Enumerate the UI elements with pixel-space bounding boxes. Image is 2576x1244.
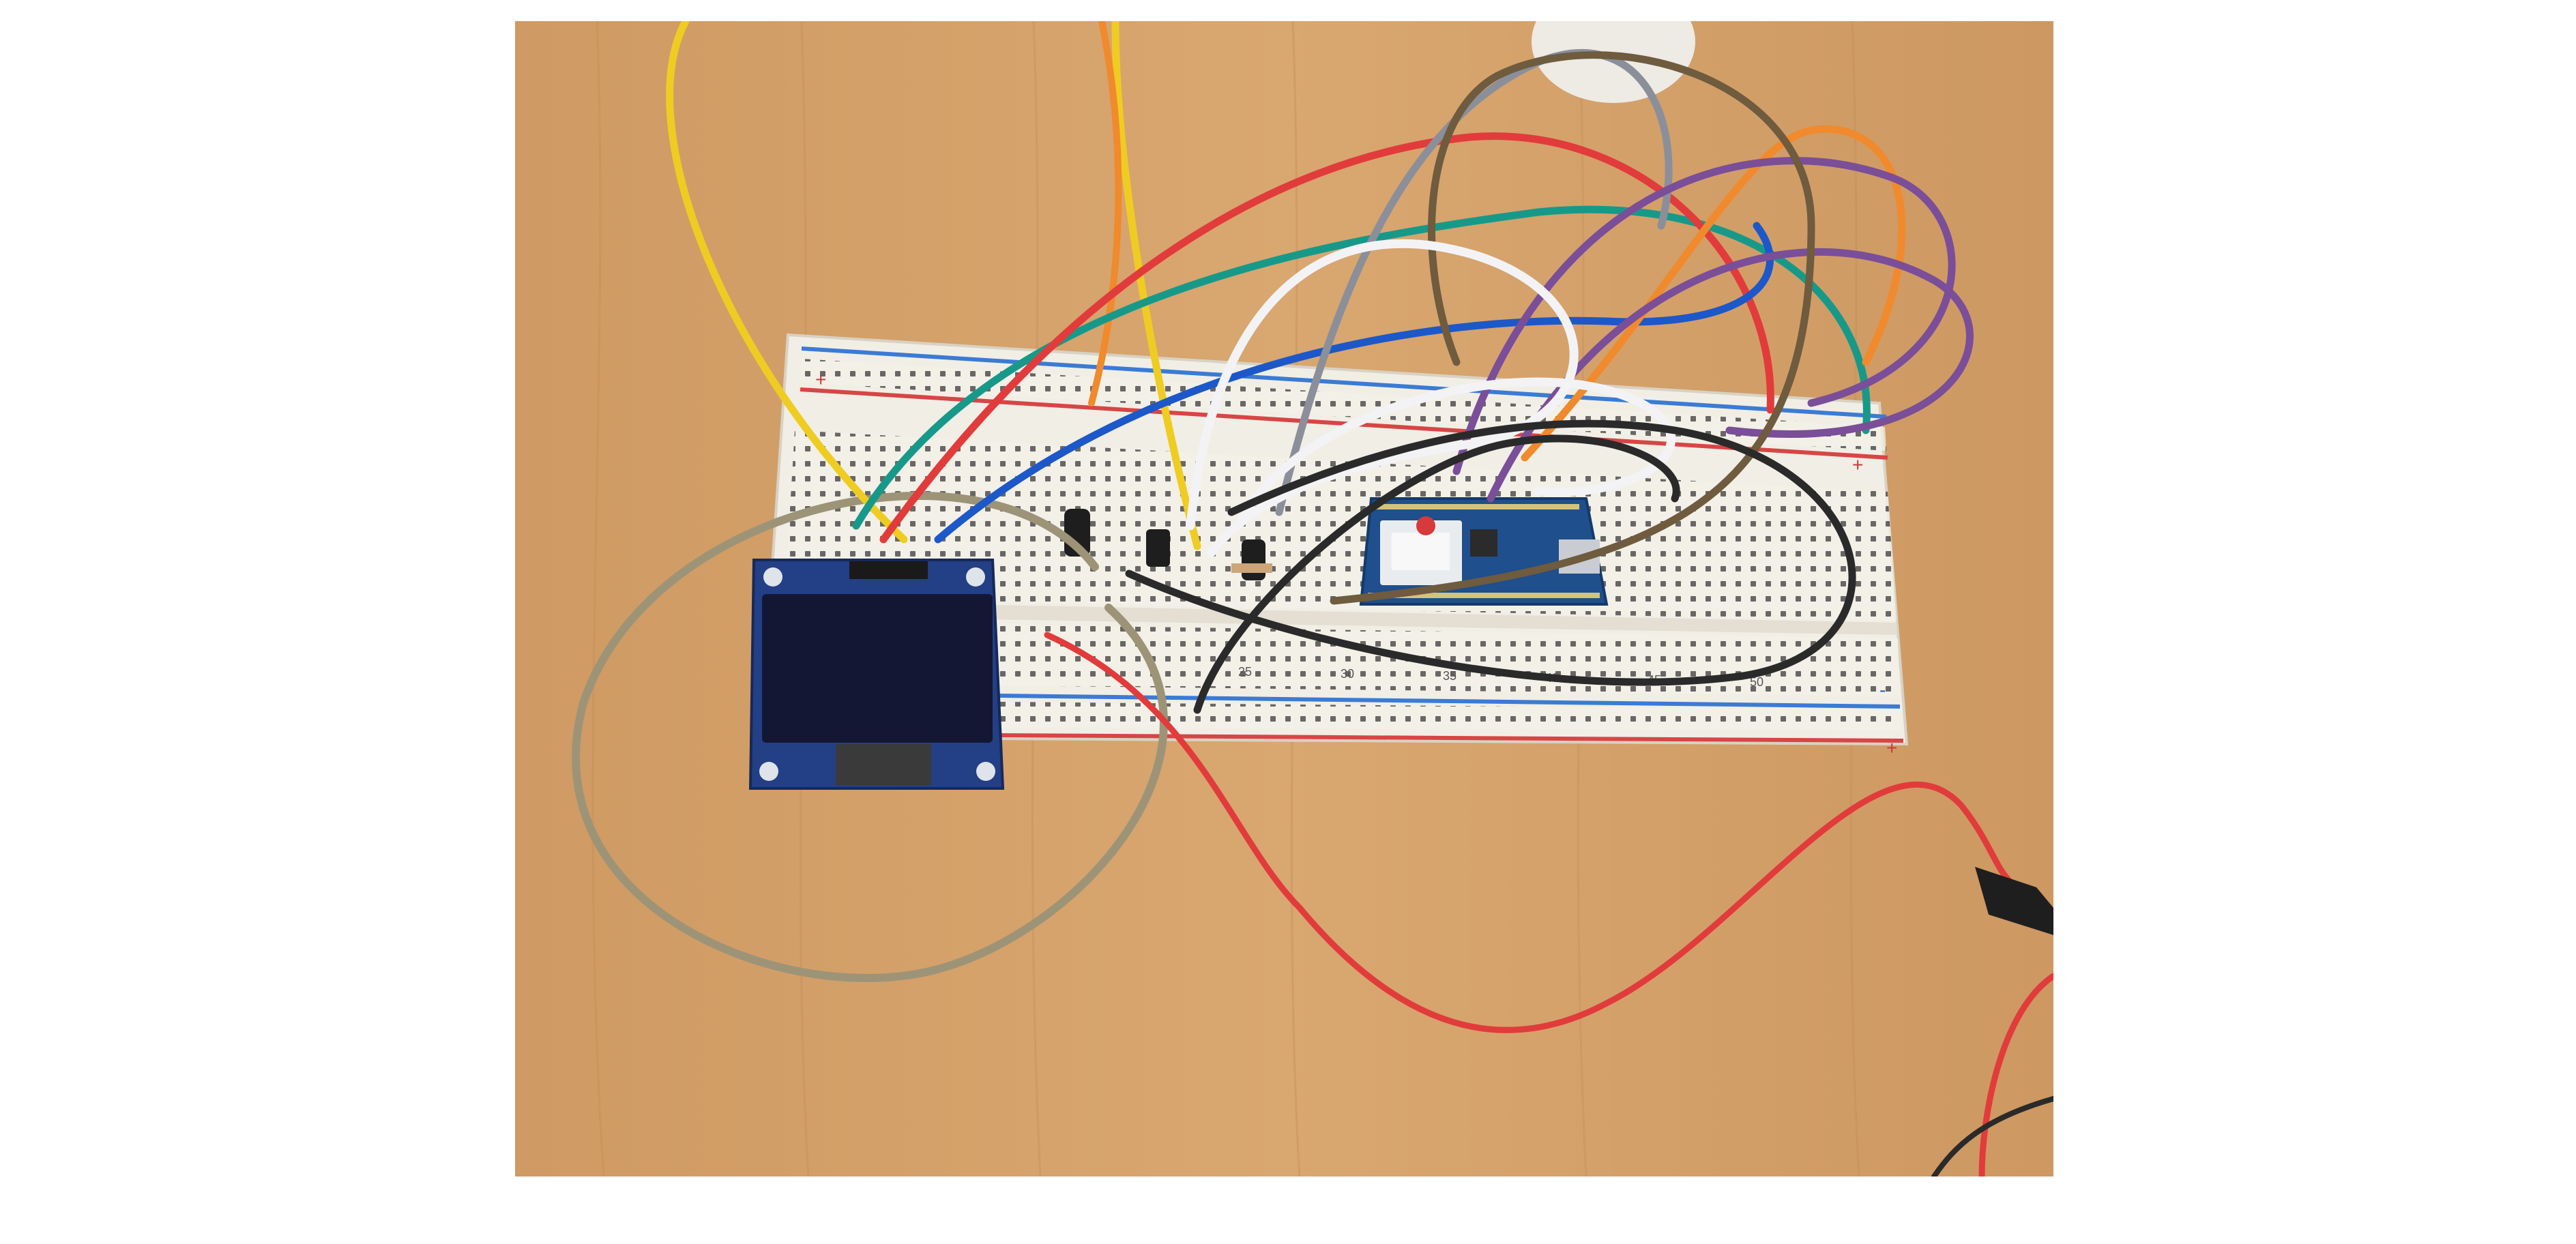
rail-plus-top: +	[815, 369, 826, 390]
rail-plus-right: +	[1852, 454, 1863, 475]
circuit-photo: + - + + 25 30 35 40 45 50	[515, 21, 2053, 1176]
circuit-photo-drawing: + - + + 25 30 35 40 45 50	[515, 21, 2053, 1176]
wire-gray	[1275, 49, 1673, 516]
wire-orange-left	[1088, 21, 1122, 406]
jumper-wires	[572, 21, 2053, 1176]
column-numbers: 25 30 35 40 45 50	[1238, 665, 1763, 689]
wire-yellow-1	[666, 21, 908, 544]
wire-black-cable	[1931, 1096, 2053, 1176]
col-label: 35	[1443, 669, 1457, 683]
wire-purple-1	[1452, 157, 1956, 475]
wire-brown	[1330, 51, 1815, 605]
wire-white-1	[1186, 239, 1579, 558]
wire-black-2	[1193, 434, 1680, 714]
col-label: 25	[1238, 665, 1252, 679]
col-label: 50	[1750, 675, 1763, 689]
dupont-connector	[1975, 867, 2053, 935]
wire-black-1	[1125, 419, 1856, 686]
wire-yellow-2	[1111, 21, 1201, 550]
rail-plus-bottom: +	[1886, 737, 1897, 758]
col-label: 30	[1341, 667, 1354, 681]
arduino-nano	[1359, 497, 1609, 606]
wire-green	[852, 205, 1871, 530]
wire-red-bottom	[1044, 632, 2012, 1033]
wire-khaki	[572, 492, 1168, 982]
components	[1064, 509, 1272, 580]
rail-minus-bottom: -	[1879, 679, 1886, 700]
wire-blue	[934, 222, 1774, 544]
wire-red-cable	[1978, 973, 2053, 1176]
wire-purple-2	[1487, 248, 1974, 503]
wire-white-2	[1233, 377, 1676, 531]
oled-module	[748, 559, 1005, 790]
